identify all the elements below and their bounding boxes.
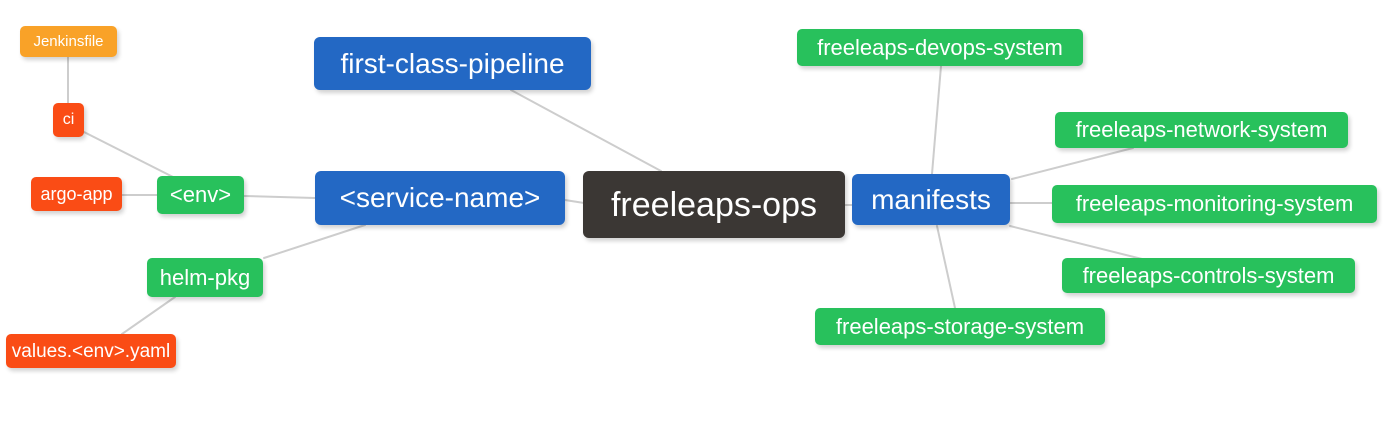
node-ci[interactable]: ci [53,103,84,137]
edge-ci-env [83,131,176,179]
edge-service-name-freeleaps-ops [564,199,585,204]
node-helm-pkg[interactable]: helm-pkg [147,258,263,297]
node-argo-app[interactable]: argo-app [31,177,122,211]
node-env[interactable]: <env> [157,176,244,214]
node-manifests[interactable]: manifests [852,174,1010,225]
edge-env-service-name [243,195,316,199]
edge-pipeline-freeleaps-ops [510,89,662,172]
node-jenkinsfile[interactable]: Jenkinsfile [20,26,117,57]
node-service-name[interactable]: <service-name> [315,171,565,225]
edge-service-name-helm-pkg [263,224,366,259]
node-freeleaps-storage-system[interactable]: freeleaps-storage-system [815,308,1105,345]
node-first-class-pipeline[interactable]: first-class-pipeline [314,37,591,90]
edge-manifests-controls [1009,225,1143,260]
node-values-env-yaml[interactable]: values.<env>.yaml [6,334,176,368]
edge-helm-pkg-values-yaml [121,296,176,335]
node-freeleaps-network-system[interactable]: freeleaps-network-system [1055,112,1348,148]
edge-manifests-network [1011,147,1134,180]
edge-manifests-devops [931,65,942,175]
node-freeleaps-ops[interactable]: freeleaps-ops [583,171,845,238]
edge-manifests-storage [936,225,956,309]
node-freeleaps-monitoring-system[interactable]: freeleaps-monitoring-system [1052,185,1377,223]
node-freeleaps-devops-system[interactable]: freeleaps-devops-system [797,29,1083,66]
node-freeleaps-controls-system[interactable]: freeleaps-controls-system [1062,258,1355,293]
